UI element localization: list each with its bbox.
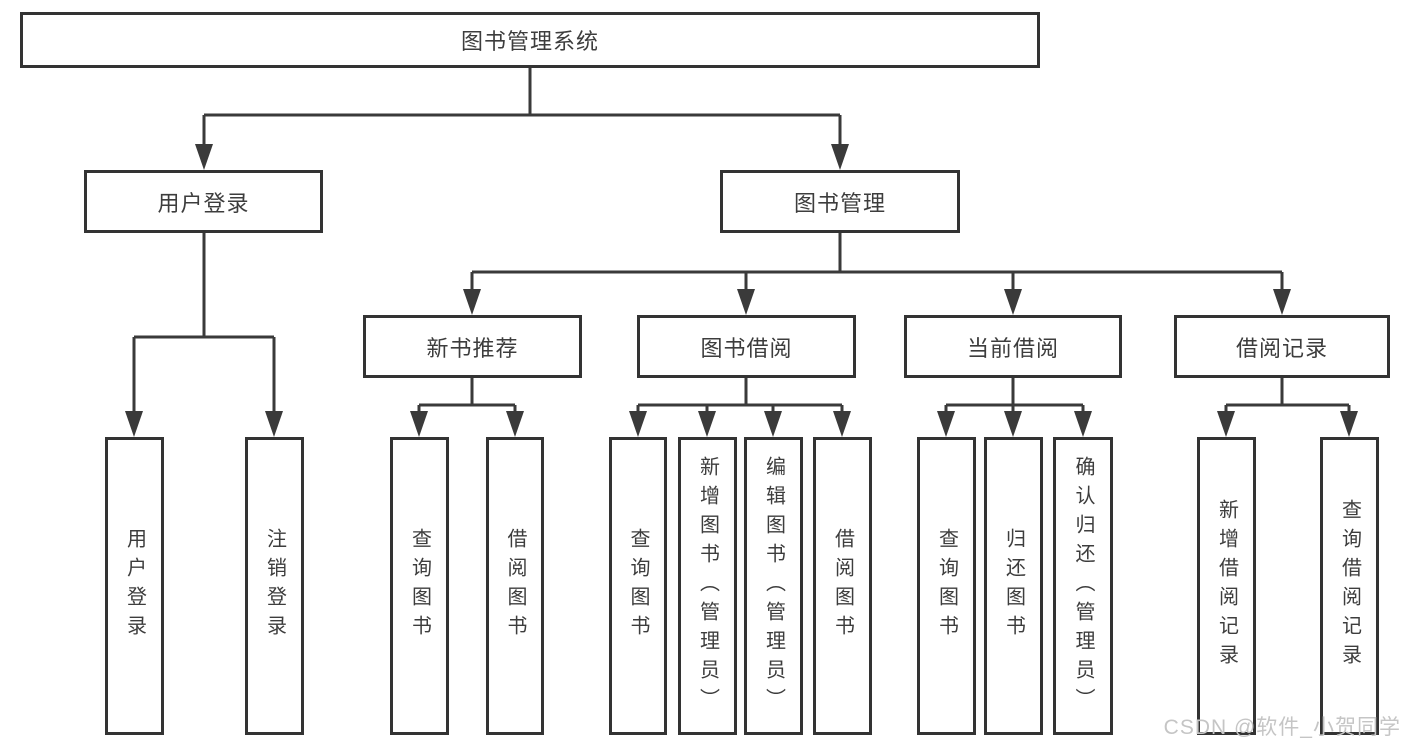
arrow-down [698, 411, 716, 437]
leaf-query-books-1: 查询图书 [390, 437, 449, 735]
leaf-query-books-3: 查询图书 [917, 437, 976, 735]
leaf-query-books-2: 查询图书 [609, 437, 667, 735]
arrow-down [1273, 289, 1291, 315]
arrow-down [265, 411, 283, 437]
node-label: 新书推荐 [426, 335, 519, 361]
leaf-edit-books-admin: 编辑图书（管理员） [744, 437, 803, 735]
arrow-down [937, 411, 955, 437]
arrow-down [737, 289, 755, 315]
node-library-system: 图书管理系统 [20, 12, 1040, 68]
node-label: 图书管理系统 [460, 29, 599, 54]
arrow-down [1004, 411, 1022, 437]
node-current-borrowing: 当前借阅 [904, 315, 1122, 378]
node-book-management: 图书管理 [720, 170, 960, 233]
arrow-down [125, 411, 143, 437]
leaf-logout: 注销登录 [245, 437, 304, 735]
arrow-down [1340, 411, 1358, 437]
arrow-down [629, 411, 647, 437]
node-label: 当前借阅 [966, 335, 1059, 361]
node-label: 确认归还（管理员） [1072, 455, 1094, 717]
node-user-login: 用户登录 [84, 170, 323, 233]
node-label: 用户登录 [123, 528, 146, 644]
watermark: CSDN @软件_小贺同学 [1163, 716, 1401, 739]
node-label: 新增借阅记录 [1215, 499, 1238, 673]
leaf-user-login: 用户登录 [105, 437, 164, 735]
arrow-down [463, 289, 481, 315]
leaf-confirm-return-admin: 确认归还（管理员） [1053, 437, 1113, 735]
arrow-down [506, 411, 524, 437]
node-label: 归还图书 [1002, 528, 1025, 644]
arrow-down [1217, 411, 1235, 437]
node-label: 编辑图书（管理员） [762, 455, 785, 717]
node-label: 用户登录 [157, 190, 250, 216]
node-label: 查询借阅记录 [1338, 499, 1361, 673]
arrow-down [1074, 411, 1092, 437]
node-label: 查询图书 [935, 528, 958, 644]
arrow-down [764, 411, 782, 437]
leaf-return-books: 归还图书 [984, 437, 1043, 735]
leaf-borrow-books-2: 借阅图书 [813, 437, 872, 735]
leaf-add-borrow-record: 新增借阅记录 [1197, 437, 1256, 735]
node-label: 新增图书（管理员） [696, 455, 719, 717]
arrow-down [831, 144, 849, 170]
node-label: 图书借阅 [700, 335, 793, 361]
node-label: 查询图书 [627, 528, 649, 644]
leaf-query-borrow-record: 查询借阅记录 [1320, 437, 1379, 735]
node-label: 借阅记录 [1235, 335, 1328, 361]
arrow-down [195, 144, 213, 170]
node-borrowing-records: 借阅记录 [1174, 315, 1390, 378]
arrow-down [833, 411, 851, 437]
node-label: 借阅图书 [504, 528, 526, 644]
node-label: 借阅图书 [831, 528, 854, 644]
node-label: 图书管理 [793, 190, 886, 216]
leaf-borrow-books-1: 借阅图书 [486, 437, 544, 735]
node-label: 查询图书 [408, 528, 431, 644]
arrow-down [410, 411, 428, 437]
node-label: 注销登录 [263, 528, 286, 644]
leaf-add-books-admin: 新增图书（管理员） [678, 437, 737, 735]
node-new-book-recommendation: 新书推荐 [363, 315, 582, 378]
arrow-down [1004, 289, 1022, 315]
node-book-borrowing: 图书借阅 [637, 315, 856, 378]
